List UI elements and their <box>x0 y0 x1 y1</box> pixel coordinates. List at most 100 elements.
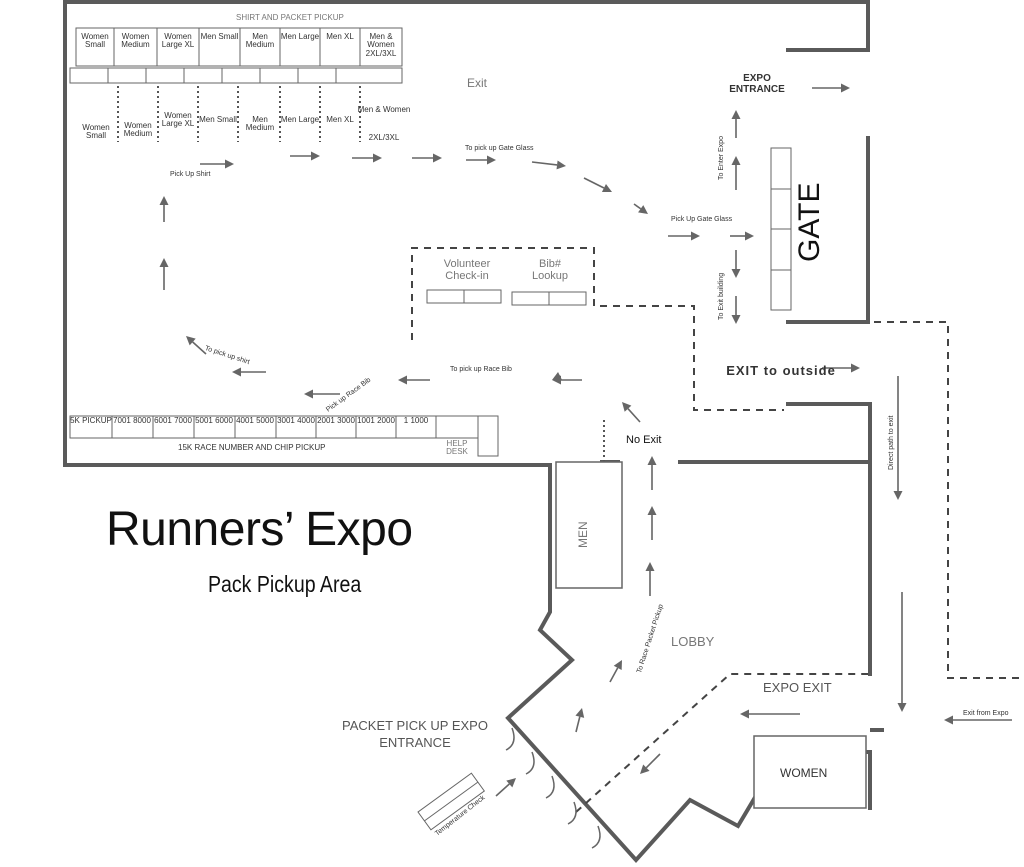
race-number-label: 2001 3000 <box>317 416 355 425</box>
race-number-label: 4001 5000 <box>236 416 274 425</box>
shirt-size-label-lower: Men & Women <box>357 105 411 114</box>
shirt-size-label-lower: Women Large XL <box>161 111 195 129</box>
direction-arrow <box>200 159 234 169</box>
men-restroom <box>555 461 623 589</box>
direction-arrow <box>232 367 266 377</box>
shirt-size-label-lower: Women Medium <box>123 121 153 139</box>
door-swing <box>567 801 577 825</box>
help-desk-label: HELP DESK <box>446 439 468 457</box>
exit-from-expo-label: Exit from Expo <box>963 710 1009 717</box>
shirt-size-label-lower: Women Small <box>82 123 110 141</box>
bib-lookup-table <box>511 291 587 306</box>
shirt-size-label: Men XL <box>326 32 354 41</box>
direction-arrow <box>647 456 657 490</box>
shirt-size-label: Men Large <box>280 32 320 41</box>
shirt-size-label: Men Medium <box>245 32 275 50</box>
direction-arrow <box>897 592 907 712</box>
direction-arrow <box>352 153 382 163</box>
race-number-label: 1001 2000 <box>357 416 395 425</box>
wall-lobby-right <box>678 402 872 464</box>
direction-arrow <box>668 231 700 241</box>
race-table-row <box>69 415 499 457</box>
direction-arrow <box>893 376 903 500</box>
volunteer-table <box>426 289 502 304</box>
temperature-check-table <box>417 772 486 831</box>
shirt-size-label: Women Medium <box>121 32 150 50</box>
lobby-label: LOBBY <box>671 634 715 649</box>
volunteer-checkin-label: Volunteer Check-in <box>443 258 491 282</box>
direction-arrow <box>575 708 585 733</box>
race-number-label: 7001 8000 <box>113 416 151 425</box>
exit-top-label: Exit <box>467 76 488 90</box>
gate-table <box>770 147 792 311</box>
women-restroom-label: WOMEN <box>780 766 828 780</box>
direction-arrow <box>159 196 169 222</box>
direction-arrow <box>609 660 622 683</box>
direction-arrow <box>647 506 657 540</box>
direction-arrow <box>645 562 655 596</box>
race-tables-caption: 15K RACE NUMBER AND CHIP PICKUP <box>178 443 326 452</box>
direction-arrow <box>740 709 800 719</box>
arrows <box>159 83 1012 797</box>
pick-up-gate-glass-label: Pick Up Gate Glass <box>671 216 733 223</box>
to-pick-up-race-bib-label: To pick up Race Bib <box>450 366 512 373</box>
direction-arrow <box>622 402 641 423</box>
shirt-size-label-lower: Men Medium <box>245 115 275 133</box>
to-exit-building-label: To Exit building <box>718 272 725 320</box>
expo-exit-boundary <box>575 673 870 813</box>
to-pick-up-gate-glass-label: To pick up Gate Glass <box>465 145 534 152</box>
direction-arrow <box>186 336 207 355</box>
shirt-size-label: Women Small <box>81 32 109 50</box>
door-swing <box>591 825 601 849</box>
direction-arrow <box>290 151 320 161</box>
shirt-size-label: Men Small <box>200 32 239 41</box>
shirt-table-row <box>69 67 403 84</box>
shirt-size-label-lower: Men XL <box>326 115 354 124</box>
direction-arrow <box>944 715 1012 725</box>
direction-arrow <box>531 160 566 170</box>
packet-pickup-entrance-label: PACKET PICK UP EXPO ENTRANCE <box>342 718 488 750</box>
shirt-size-label: Women Large XL <box>161 32 195 50</box>
women-restroom <box>753 735 867 809</box>
shirt-size-label: Men & Women 2XL/3XL <box>365 32 397 58</box>
direction-arrow <box>731 110 741 138</box>
direction-arrow <box>583 177 612 192</box>
expo-entrance-label: EXPO ENTRANCE <box>729 73 785 95</box>
race-number-label: 3001 4000 <box>277 416 315 425</box>
wall-gate <box>786 136 870 324</box>
gate-label: GATE <box>793 182 826 262</box>
direction-arrow <box>730 231 754 241</box>
no-exit-label: No Exit <box>626 434 662 446</box>
to-enter-expo-label: To Enter Expo <box>718 136 725 180</box>
shirt-size-label-lower: Men Large <box>280 115 320 124</box>
volunteer-area-boundary <box>411 247 784 411</box>
race-number-label: 5K PICKUP <box>70 416 112 425</box>
direction-arrow <box>495 778 516 797</box>
shirt-dividers <box>117 86 361 142</box>
direction-arrow <box>412 153 442 163</box>
direction-arrow <box>398 375 430 385</box>
shirt-size-boxes <box>75 27 403 67</box>
expo-subtitle: Pack Pickup Area <box>208 571 362 597</box>
direction-arrow <box>552 371 563 380</box>
direction-arrow <box>731 156 741 190</box>
direction-arrow <box>731 296 741 324</box>
shirt-size-label-lower: 2XL/3XL <box>368 133 400 142</box>
direction-arrow <box>466 155 496 165</box>
race-number-label: 1 1000 <box>403 416 429 425</box>
door-swing <box>505 727 515 751</box>
direction-arrow <box>159 258 169 290</box>
direction-arrow <box>304 389 340 399</box>
race-number-label: 6001 7000 <box>154 416 192 425</box>
outside-path-boundary <box>874 321 1024 679</box>
race-number-label: 5001 6000 <box>195 416 233 425</box>
shirt-pickup-header: SHIRT AND PACKET PICKUP <box>236 13 344 22</box>
direction-arrow <box>822 363 860 373</box>
door-swing <box>525 751 535 775</box>
expo-exit-label: EXPO EXIT <box>763 680 832 695</box>
pick-up-shirt-label: Pick Up Shirt <box>170 171 211 178</box>
direct-path-to-exit-label: Direct path to exit <box>888 415 895 470</box>
exit-to-outside-label: EXIT to outside <box>726 363 836 378</box>
direction-arrow <box>731 250 741 278</box>
